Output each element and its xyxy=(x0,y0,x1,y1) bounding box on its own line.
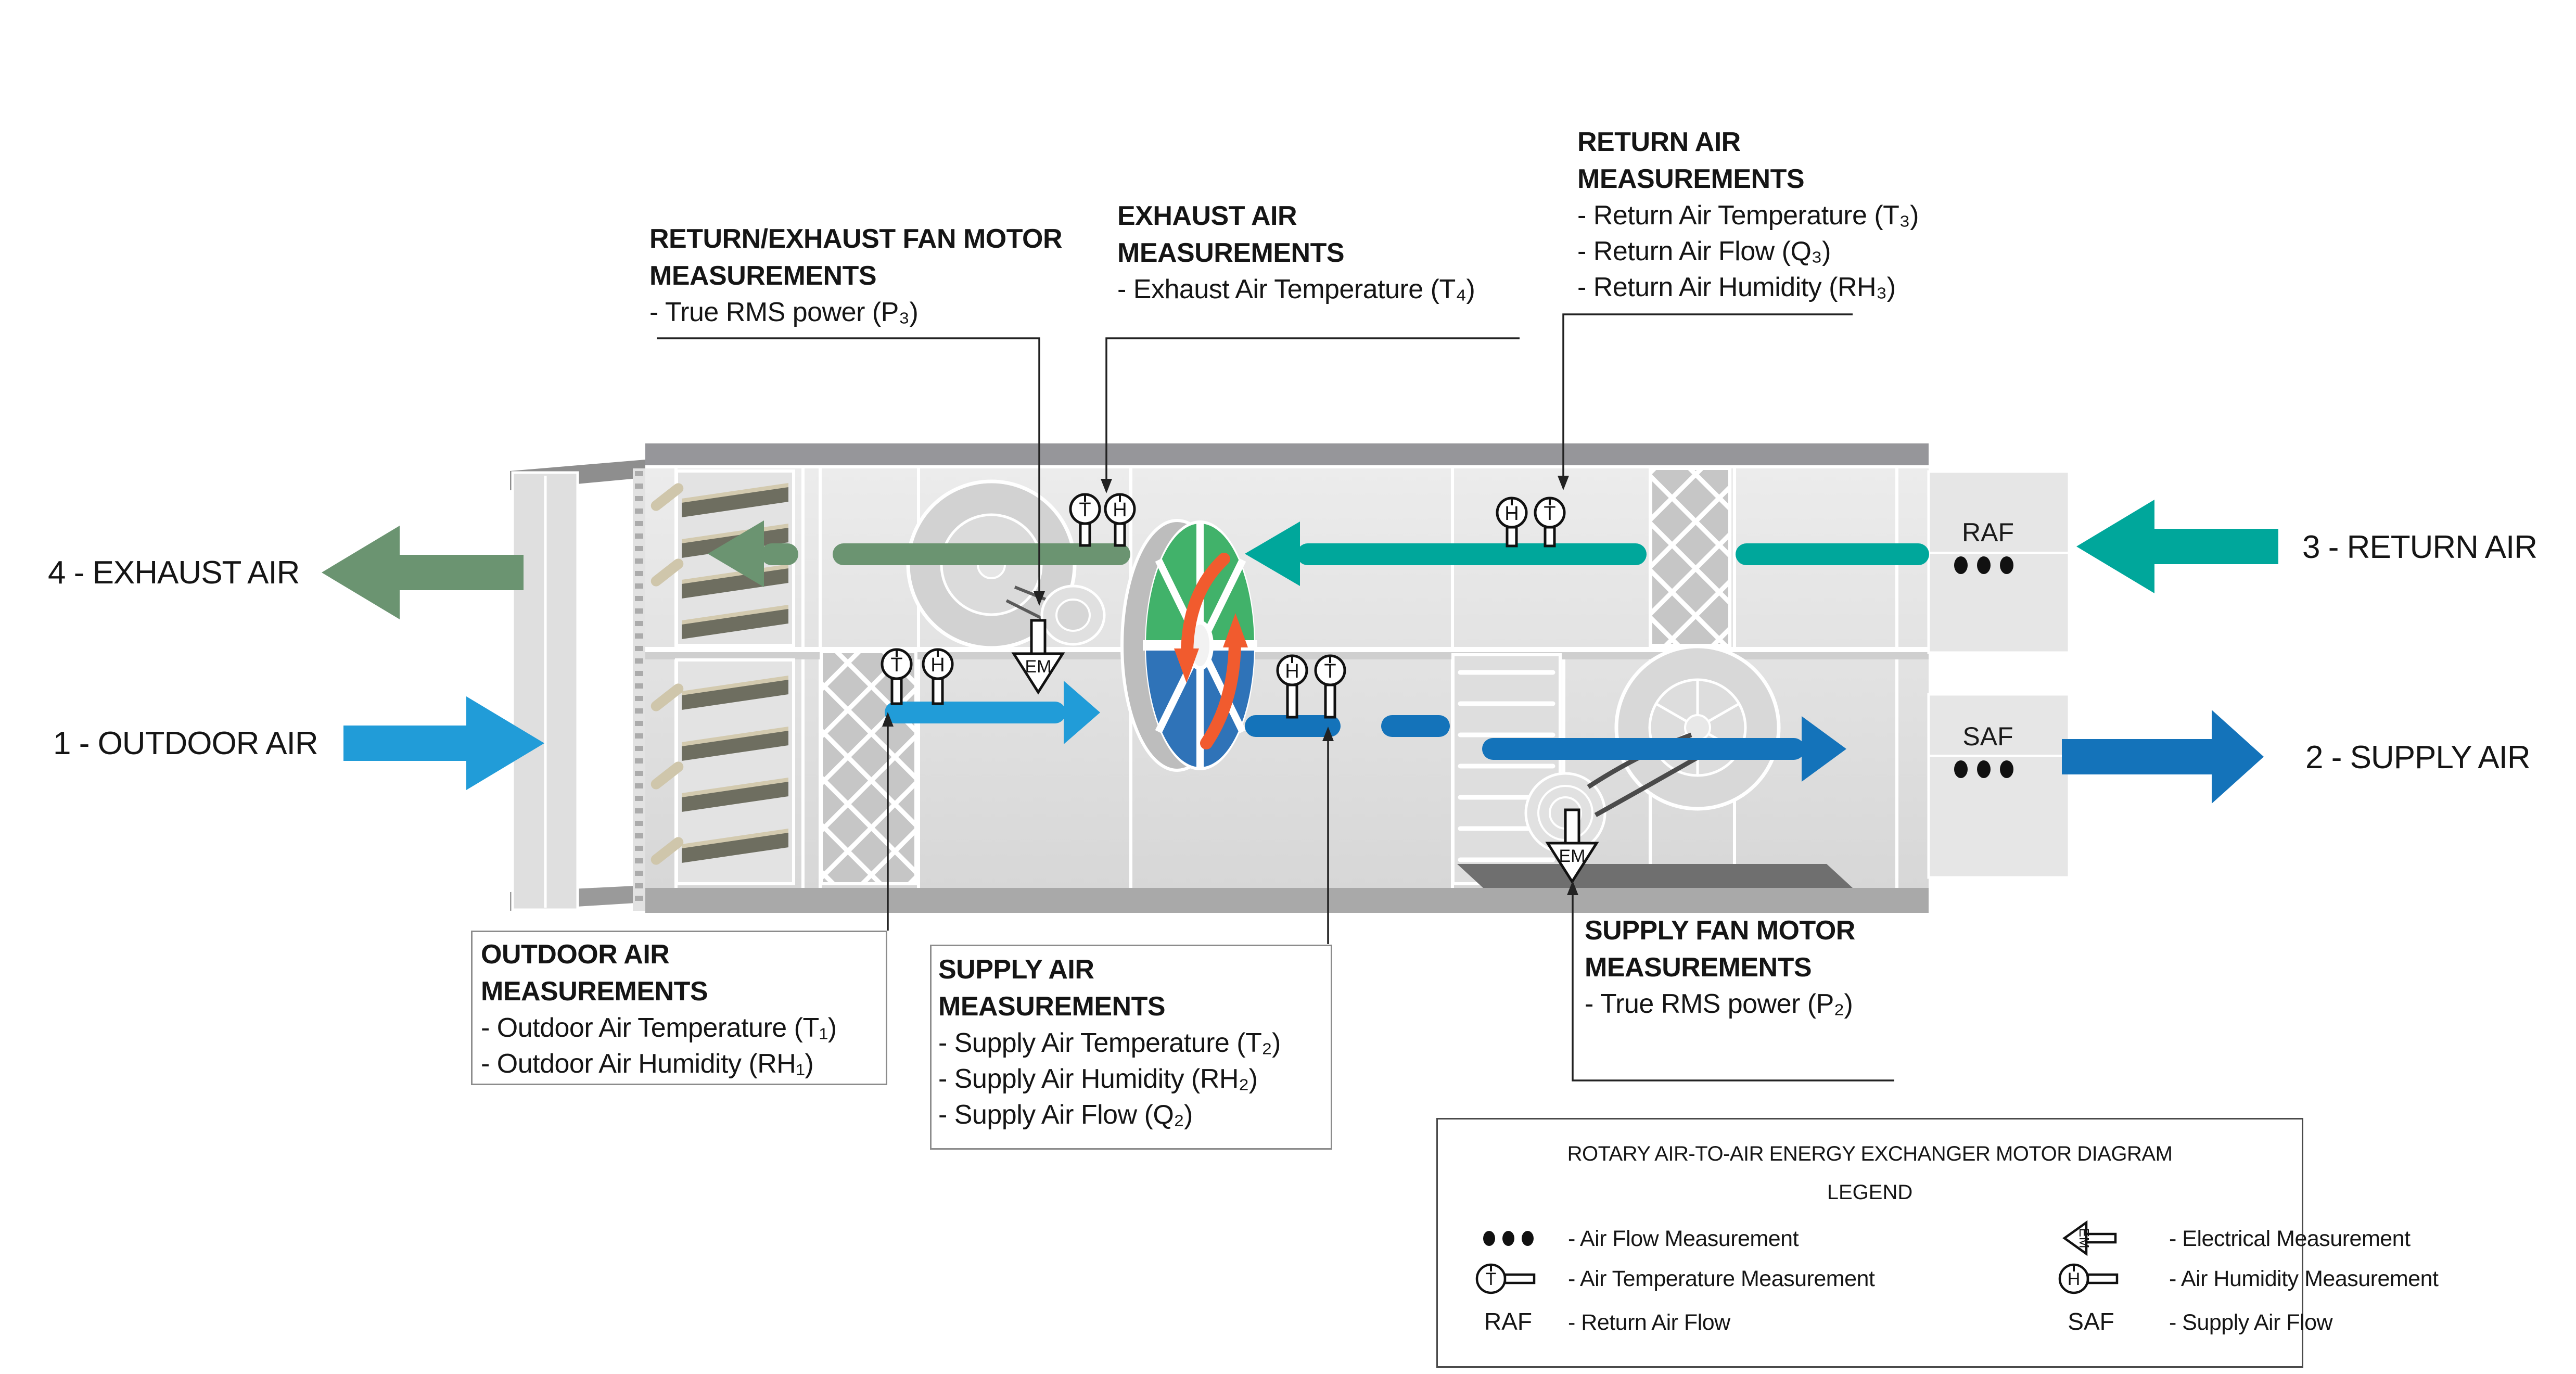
em-arrow-icon: EM xyxy=(2042,1218,2140,1258)
leader-arrowheads xyxy=(882,476,1578,895)
sensor-letter: T xyxy=(890,654,902,676)
callout-title: RETURN AIR MEASUREMENTS xyxy=(1577,127,1805,194)
return-air-filter xyxy=(1649,467,1731,647)
callout-title: SUPPLY FAN MOTOR MEASUREMENTS xyxy=(1585,915,1855,983)
outdoor-humidity-sensor-icon xyxy=(922,648,954,705)
legend-label: - Electrical Measurement xyxy=(2169,1226,2411,1251)
sensor-letter: H xyxy=(1113,499,1127,521)
legend-label: - Return Air Flow xyxy=(1568,1310,1730,1335)
legend-label: - Air Temperature Measurement xyxy=(1568,1266,1875,1291)
legend-humidity-letter: H xyxy=(2068,1269,2081,1289)
exhaust-flow xyxy=(322,520,1130,619)
raf-air-flow-dots-icon xyxy=(1954,556,2013,574)
return-temperature-sensor-icon xyxy=(1534,497,1566,548)
exhaust-temperature-sensor-icon xyxy=(1069,493,1101,547)
callout-item: - Return Air Humidity (RH₃) xyxy=(1577,272,1896,302)
em-letter: EM xyxy=(1025,657,1052,677)
callout-exhaust-air: EXHAUST AIR MEASUREMENTS - Exhaust Air T… xyxy=(1117,198,1475,308)
exhaust-air-label: 4 - EXHAUST AIR xyxy=(48,555,300,591)
outdoor-arrow-out xyxy=(343,696,544,790)
outdoor-flow-bar xyxy=(885,702,1066,723)
sensor-letter: H xyxy=(1285,660,1299,682)
outdoor-temperature-sensor-icon xyxy=(881,648,913,705)
mid-divider xyxy=(645,647,1929,652)
sensor-letter: T xyxy=(1324,660,1336,682)
callout-item: - Return Air Temperature (T₃) xyxy=(1577,200,1919,231)
exhaust-flow-bar xyxy=(833,543,1130,565)
callout-item: - Exhaust Air Temperature (T₄) xyxy=(1117,274,1475,304)
raf-legend-symbol: RAF xyxy=(1484,1308,1532,1335)
supply-coil xyxy=(1451,653,1562,885)
callout-return-air: RETURN AIR MEASUREMENTS - Return Air Tem… xyxy=(1577,124,1919,306)
legend-label: - Air Flow Measurement xyxy=(1568,1226,1799,1251)
outdoor-louver-panel xyxy=(675,658,795,885)
sensor-letter: T xyxy=(1544,503,1555,525)
callout-item: - True RMS power (P₃) xyxy=(649,297,919,327)
callout-title: EXHAUST AIR MEASUREMENTS xyxy=(1117,201,1345,268)
supply-fan xyxy=(1457,644,1853,888)
callout-leader-lines xyxy=(657,313,1894,1082)
raf-duct-box: RAF xyxy=(1927,470,2071,654)
temperature-probe-icon: T xyxy=(1459,1259,1558,1299)
sensor-letter: H xyxy=(1504,503,1519,525)
raf-label: RAF xyxy=(1962,518,2014,547)
callout-item: - Outdoor Air Humidity (RH₁) xyxy=(481,1049,814,1079)
humidity-probe-icon: H xyxy=(2042,1259,2140,1299)
saf-air-flow-dots-icon xyxy=(1954,760,2013,778)
legend-box: ROTARY AIR-TO-AIR ENERGY EXCHANGER MOTOR… xyxy=(1436,1118,2439,1368)
sensor-letter: T xyxy=(1079,499,1091,521)
wheel-rotation-arrows xyxy=(1174,553,1248,749)
supply-air-label: 2 - SUPPLY AIR xyxy=(2305,740,2531,775)
return-humidity-sensor-icon xyxy=(1496,497,1528,548)
callout-title: SUPPLY AIR MEASUREMENTS xyxy=(938,955,1166,1022)
legend-em-letters: EM xyxy=(2076,1228,2092,1249)
legend-temp-letter: T xyxy=(1486,1269,1497,1289)
legend-label: - Air Humidity Measurement xyxy=(2169,1266,2439,1291)
callout-title: OUTDOOR AIR MEASUREMENTS xyxy=(481,939,708,1007)
supply-flow xyxy=(1245,710,2264,804)
callout-title: RETURN/EXHAUST FAN MOTOR MEASUREMENTS xyxy=(649,224,1063,291)
callout-item: - Return Air Flow (Q₃) xyxy=(1577,236,1831,266)
callout-item: - Supply Air Humidity (RH₂) xyxy=(938,1064,1258,1094)
callout-item: - Supply Air Flow (Q₂) xyxy=(938,1100,1193,1130)
outdoor-air-label: 1 - OUTDOOR AIR xyxy=(53,726,318,761)
exhaust-fan-electrical-measurement-icon xyxy=(1011,619,1065,695)
legend-title: ROTARY AIR-TO-AIR ENERGY EXCHANGER MOTOR… xyxy=(1567,1142,2173,1165)
callout-supply-air: SUPPLY AIR MEASUREMENTS - Supply Air Tem… xyxy=(930,945,1332,1150)
saf-legend-symbol: SAF xyxy=(2068,1308,2114,1335)
return-arrow-out xyxy=(2076,500,2278,593)
supply-fan-electrical-measurement-icon xyxy=(1545,808,1599,884)
callout-return-exhaust-fan-motor: RETURN/EXHAUST FAN MOTOR MEASUREMENTS - … xyxy=(649,221,1118,330)
supply-temperature-sensor-icon xyxy=(1314,654,1346,719)
supply-humidity-sensor-icon xyxy=(1276,654,1308,719)
exhaust-humidity-sensor-icon xyxy=(1104,493,1136,547)
damper-column xyxy=(651,483,684,865)
exhaust-arrow-out xyxy=(322,526,524,619)
outdoor-flow xyxy=(343,681,1100,790)
callout-item: - True RMS power (P₂) xyxy=(1585,989,1853,1019)
return-air-label: 3 - RETURN AIR xyxy=(2302,529,2537,565)
supply-arrow-out xyxy=(2062,710,2264,804)
return-flow xyxy=(1245,500,2278,593)
air-flow-dots-icon xyxy=(1459,1223,1558,1254)
callout-item: - Outdoor Air Temperature (T₁) xyxy=(481,1013,837,1043)
return-flow-bar xyxy=(1297,543,1647,565)
callout-item: - Supply Air Temperature (T₂) xyxy=(938,1028,1281,1058)
callout-supply-fan-motor: SUPPLY FAN MOTOR MEASUREMENTS - True RMS… xyxy=(1585,912,1886,1022)
cabinet-top-band xyxy=(645,443,1929,466)
legend-subtitle: LEGEND xyxy=(1827,1181,1913,1204)
sensor-letter: H xyxy=(930,654,945,676)
legend-label: - Supply Air Flow xyxy=(2169,1310,2333,1335)
saf-label: SAF xyxy=(1962,722,2013,751)
supply-flow-bar xyxy=(1482,738,1805,760)
saf-duct-box: SAF xyxy=(1927,693,2071,879)
rotary-heat-exchange-wheel xyxy=(1120,519,1257,772)
em-letter: EM xyxy=(1559,846,1586,866)
callout-outdoor-air: OUTDOOR AIR MEASUREMENTS - Outdoor Air T… xyxy=(471,931,887,1085)
cabinet-bottom-band xyxy=(645,888,1929,913)
